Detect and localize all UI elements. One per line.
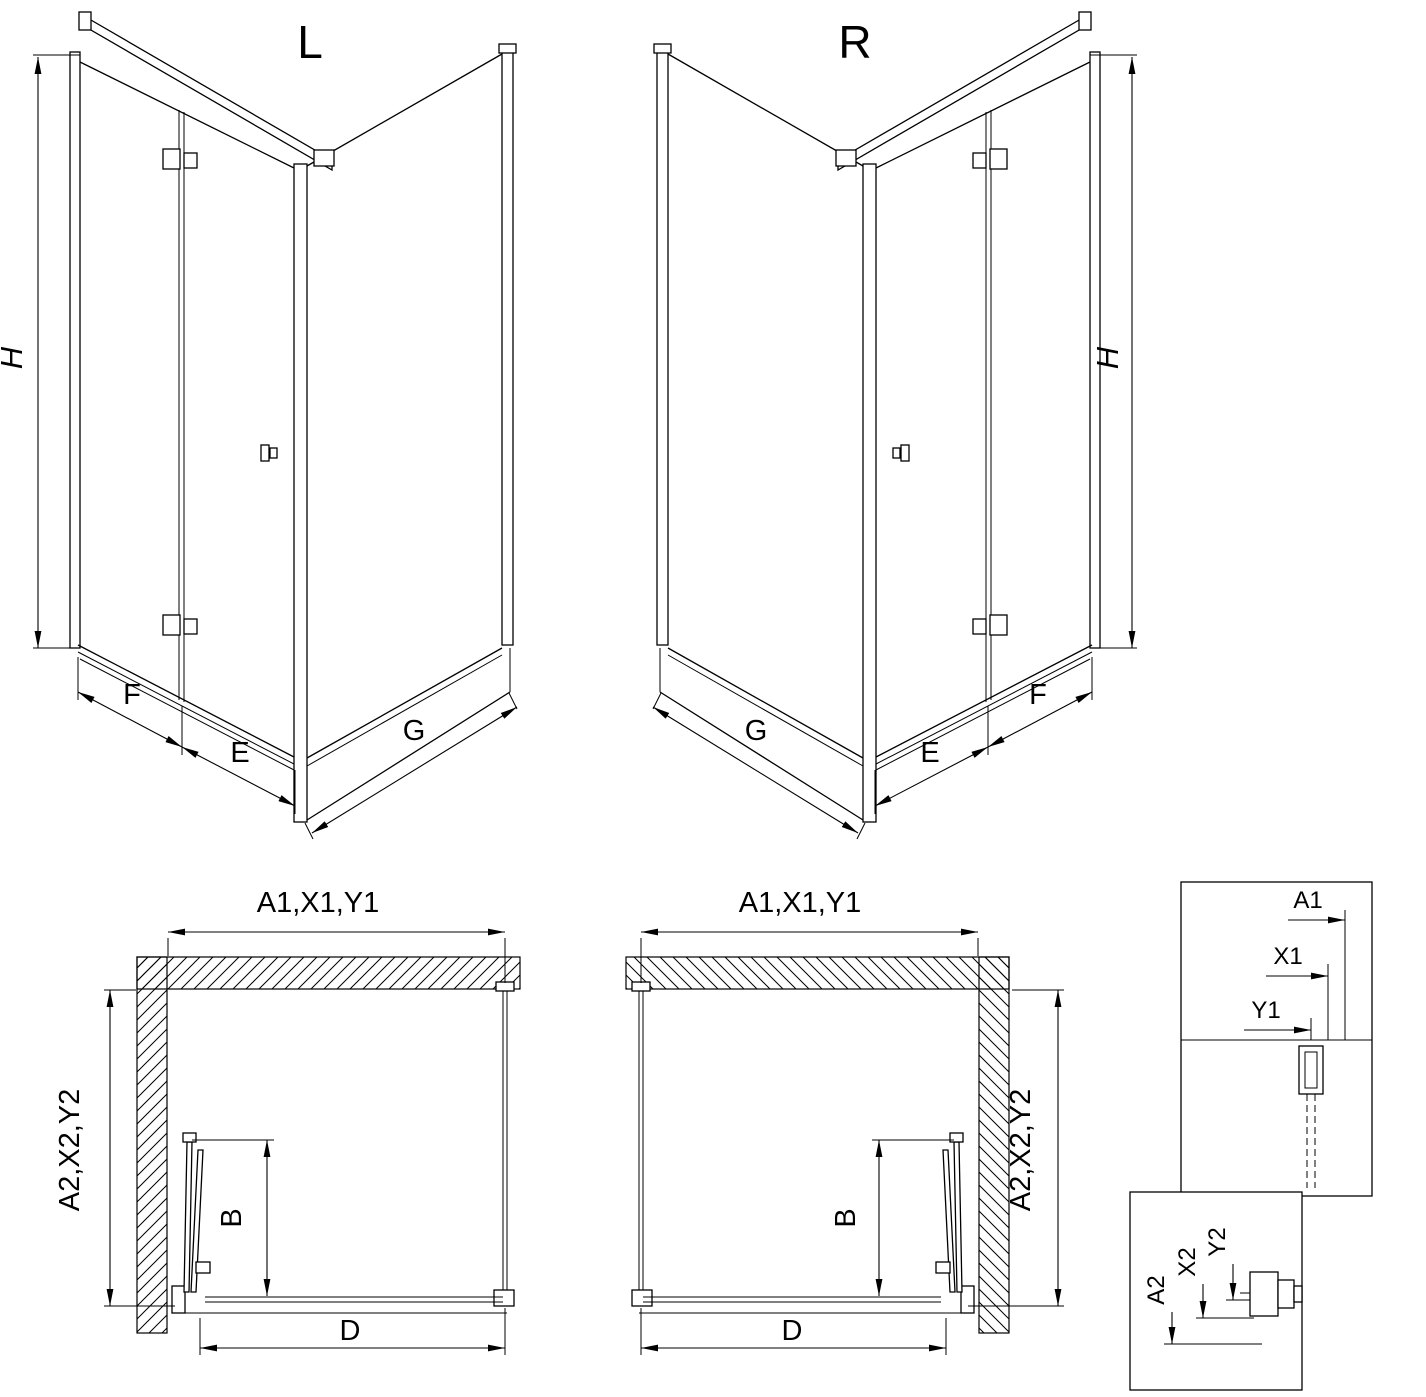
dim-a1-right: A1,X1,Y1 [640,887,979,983]
detail-bottom-profile: A2 X2 Y2 [1129,1191,1303,1391]
dim-front-left: F E [77,657,296,814]
detail-label-a1: A1 [1293,887,1322,914]
reference-lines [1310,910,1346,1040]
wall-profile-section [1298,1045,1324,1188]
plan-drawing-right [625,956,1010,1334]
dim-label-d-right: D [782,1315,803,1347]
dim-b-right: B [830,1139,954,1296]
dim-label-e-right: E [920,737,939,769]
dim-a1-left: A1,X1,Y1 [167,887,506,983]
plan-drawing-left [136,956,521,1334]
dim-label-d-left: D [340,1315,361,1347]
detail-top-profile: A1 X1 Y1 [1180,881,1373,1197]
dim-label-f-left: F [123,679,141,711]
view-label-left: L [297,16,323,68]
plan-view-left: A1,X1,Y1 A2,X2,Y2 B D [54,887,521,1355]
dim-a2-left: A2,X2,Y2 [54,989,175,1307]
detail-label-y2: Y2 [1204,1227,1231,1256]
dim-label-h-right: H [1090,346,1125,369]
dim-a2-right: A2,X2,Y2 [968,989,1064,1307]
dim-d-left: D [199,1308,506,1355]
dim-height-left: H [0,54,80,649]
dim-b-left: B [192,1139,274,1296]
dim-label-g-right: G [745,715,768,747]
plan-view-right: A1,X1,Y1 A2,X2,Y2 B D [625,887,1064,1355]
dim-label-h-left: H [0,346,29,369]
dim-front-right: F E [874,657,1093,814]
dim-side-left: G [304,692,518,840]
detail-box [1180,881,1373,1197]
iso-view-right: R H F E G [652,11,1137,840]
dim-label-g-left: G [403,715,426,747]
glass-dashed-lines [1306,1094,1316,1188]
view-label-right: R [838,16,871,68]
tray-profile-section [1240,1271,1303,1317]
dim-label-a1-left: A1,X1,Y1 [257,887,380,919]
dim-label-f-right: F [1029,679,1047,711]
dim-height-right: H [1090,54,1137,649]
dim-label-a2-left: A2,X2,Y2 [54,1089,86,1212]
detail-label-a2: A2 [1143,1275,1170,1304]
iso-view-left: L H F E G [0,11,518,840]
dim-d-right: D [640,1308,947,1355]
detail-label-y1: Y1 [1251,997,1280,1024]
dim-label-a1-right: A1,X1,Y1 [739,887,862,919]
dim-label-b-left: B [216,1208,248,1227]
detail-label-x2: X2 [1174,1247,1201,1276]
detail-label-x1: X1 [1273,943,1302,970]
dim-label-b-right: B [830,1208,862,1227]
dim-label-e-left: E [230,737,249,769]
dim-label-a2-right: A2,X2,Y2 [1005,1089,1037,1212]
dim-side-right: G [652,692,866,840]
